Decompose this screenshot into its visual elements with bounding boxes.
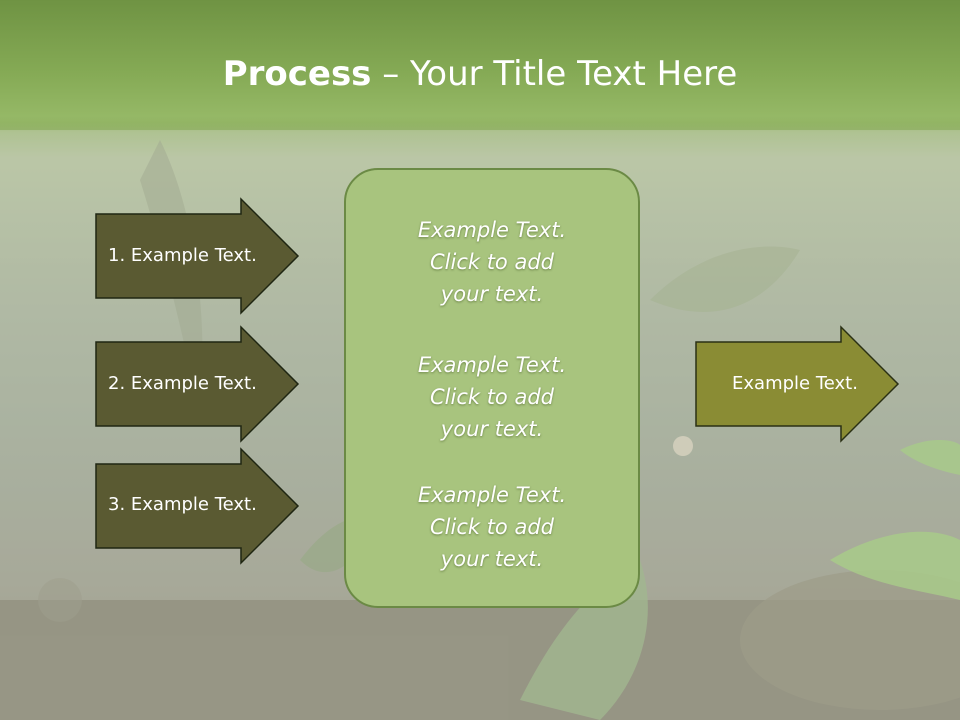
arrow-shape — [95, 447, 300, 565]
left-arrow-2[interactable]: 2. Example Text. — [95, 325, 300, 443]
left-arrow-label: 3. Example Text. — [108, 494, 257, 515]
center-item-line: Example Text. — [417, 353, 567, 377]
title-band — [0, 0, 960, 132]
center-item-line: Click to add — [429, 515, 554, 539]
center-text-box[interactable]: Example Text. Click to add your text. Ex… — [344, 168, 640, 608]
title-bold: Process — [222, 54, 372, 94]
left-arrow-label: 1. Example Text. — [108, 245, 257, 266]
right-arrow[interactable]: Example Text. — [695, 325, 900, 443]
left-arrow-1[interactable]: 1. Example Text. — [95, 197, 300, 315]
center-item-line: your text. — [440, 547, 544, 571]
arrow-shape — [695, 325, 900, 443]
center-item-1[interactable]: Example Text. Click to add your text. — [346, 214, 638, 310]
title-rest: – Your Title Text Here — [371, 54, 738, 94]
right-arrow-label: Example Text. — [732, 373, 858, 394]
center-item-line: your text. — [440, 282, 544, 306]
center-item-2[interactable]: Example Text. Click to add your text. — [346, 349, 638, 445]
center-item-line: Example Text. — [417, 218, 567, 242]
center-item-line: Click to add — [429, 250, 554, 274]
arrow-shape — [95, 325, 300, 443]
arrow-shape — [95, 197, 300, 315]
left-arrow-label: 2. Example Text. — [108, 373, 257, 394]
center-item-line: Click to add — [429, 385, 554, 409]
slide-title: Process – Your Title Text Here — [0, 52, 960, 96]
left-arrow-3[interactable]: 3. Example Text. — [95, 447, 300, 565]
center-item-line: your text. — [440, 417, 544, 441]
center-item-line: Example Text. — [417, 483, 567, 507]
center-item-3[interactable]: Example Text. Click to add your text. — [346, 479, 638, 575]
